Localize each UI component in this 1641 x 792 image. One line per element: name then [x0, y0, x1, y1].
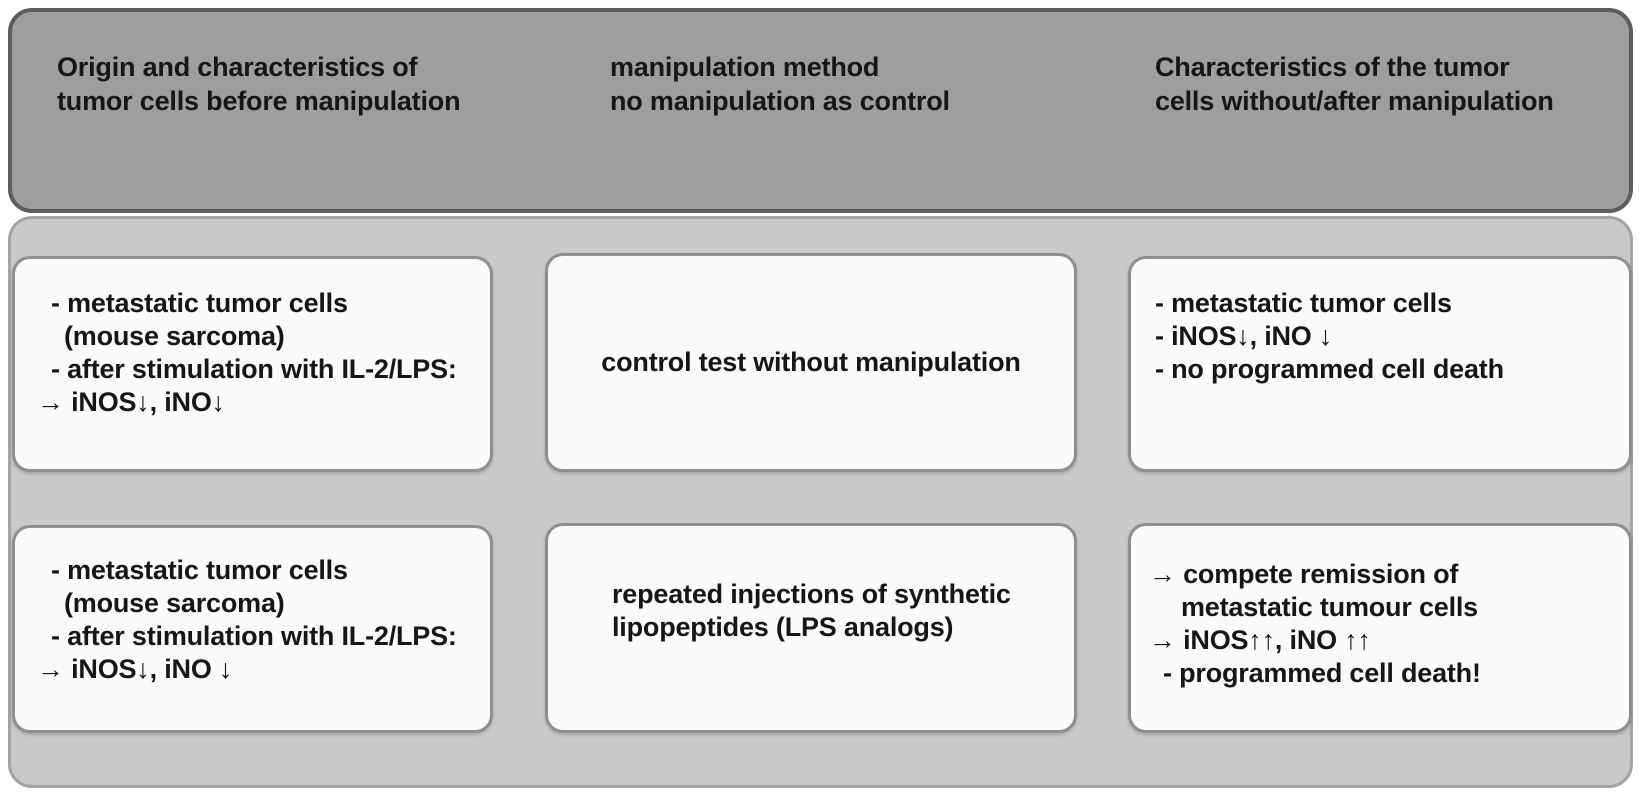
box-row2-result: → compete remission of metastatic tumour…	[1128, 523, 1632, 733]
box-row1-origin: - metastatic tumor cells (mouse sarcoma)…	[12, 256, 493, 472]
text-line: - metastatic tumor cells	[1155, 288, 1452, 318]
text-line: - after stimulation with IL-2/LPS:	[51, 354, 457, 384]
text-line-arrow: → iNOS↓, iNO↓	[37, 387, 225, 417]
header-band: Origin and characteristics of tumor cell…	[8, 8, 1633, 213]
header-line: tumor cells before manipulation	[57, 86, 461, 116]
text-line: - no programmed cell death	[1155, 354, 1504, 384]
text-line: (mouse sarcoma)	[64, 588, 285, 618]
text-line: (mouse sarcoma)	[64, 321, 285, 351]
text-line: - after stimulation with IL-2/LPS:	[51, 621, 457, 651]
text-line: - metastatic tumor cells	[51, 288, 348, 318]
header-line: manipulation method	[610, 52, 880, 82]
text-line: lipopeptides (LPS analogs)	[612, 612, 954, 642]
header-line: Characteristics of the tumor	[1155, 52, 1510, 82]
header-line: cells without/after manipulation	[1155, 86, 1554, 116]
box-row1-result: - metastatic tumor cells - iNOS↓, iNO ↓ …	[1128, 256, 1632, 472]
text-line: - programmed cell death!	[1163, 658, 1481, 688]
box-row1-method: control test without manipulation	[545, 253, 1077, 472]
text-line-arrow: → iNOS↓, iNO ↓	[37, 654, 233, 684]
column-header-characteristics: Characteristics of the tumor cells witho…	[1155, 50, 1554, 118]
box-row2-method: repeated injections of synthetic lipopep…	[545, 523, 1077, 733]
text-line: control test without manipulation	[601, 347, 1021, 377]
header-line: Origin and characteristics of	[57, 52, 418, 82]
text-line: - metastatic tumor cells	[51, 555, 348, 585]
text-line: - iNOS↓, iNO ↓	[1155, 321, 1333, 351]
text-line: metastatic tumour cells	[1181, 592, 1479, 622]
text-line-arrow: → compete remission of	[1149, 559, 1459, 589]
box-row2-origin: - metastatic tumor cells (mouse sarcoma)…	[12, 525, 493, 733]
text-line: repeated injections of synthetic	[612, 579, 1011, 609]
column-header-method: manipulation method no manipulation as c…	[610, 50, 950, 118]
column-header-origin: Origin and characteristics of tumor cell…	[57, 50, 461, 118]
text-line-arrow: → iNOS↑↑, iNO ↑↑	[1149, 625, 1371, 655]
header-line: no manipulation as control	[610, 86, 950, 116]
